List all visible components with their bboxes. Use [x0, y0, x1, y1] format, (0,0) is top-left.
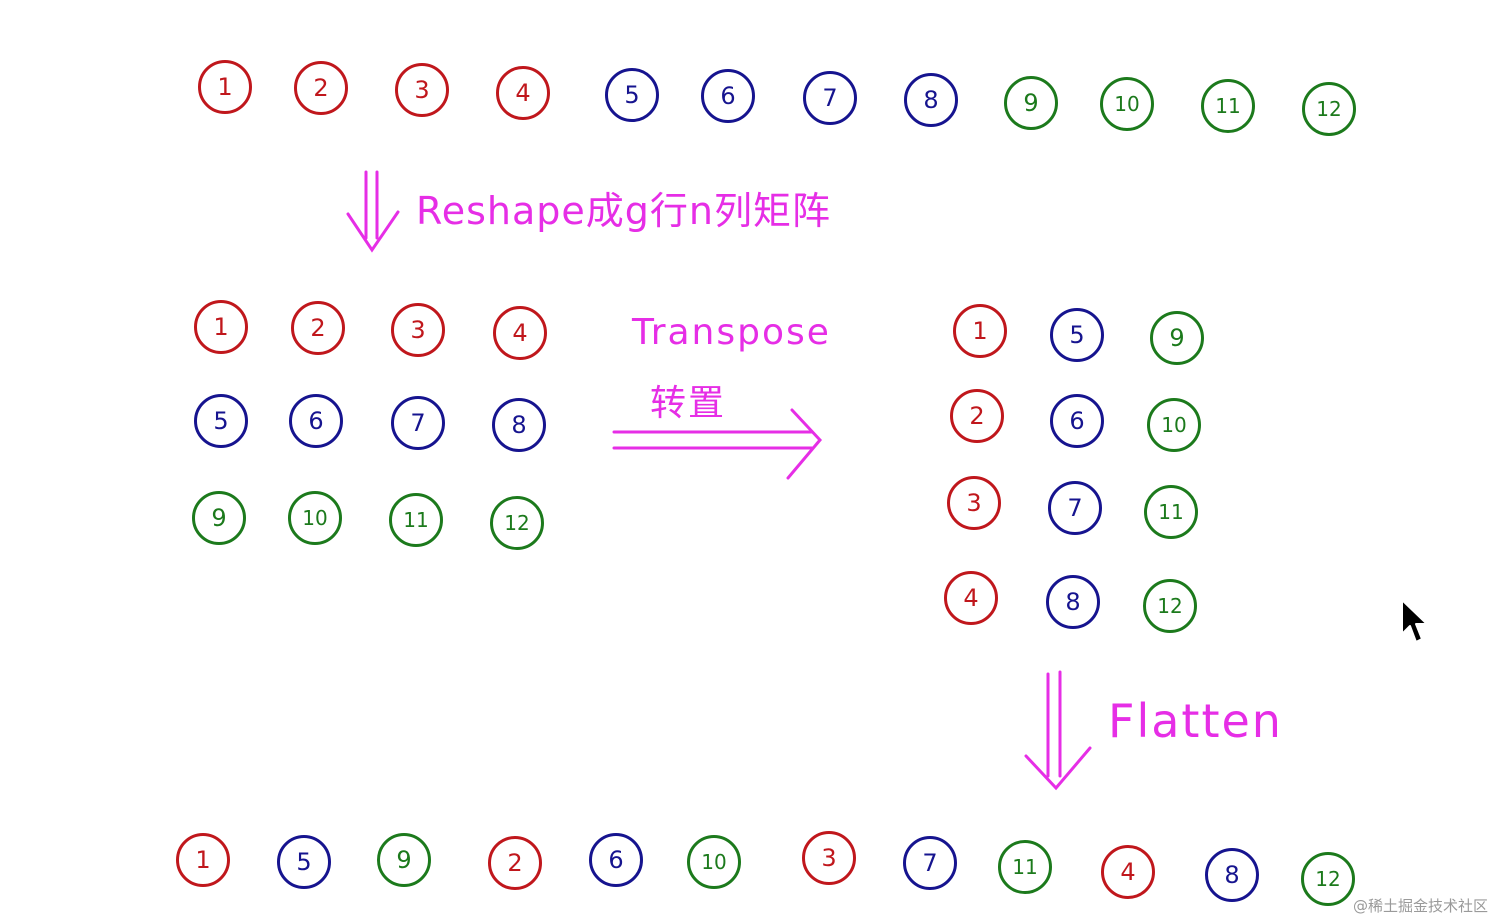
input-node-11: 11	[1201, 79, 1255, 133]
transposed-node-8: 8	[1046, 575, 1100, 629]
output-node-4: 4	[1101, 845, 1155, 899]
output-node-11: 11	[998, 840, 1052, 894]
input-node-5: 5	[605, 68, 659, 122]
reshaped-node-11: 11	[389, 493, 443, 547]
reshaped-node-6: 6	[289, 394, 343, 448]
output-node-3: 3	[802, 831, 856, 885]
flatten-arrow	[1024, 670, 1092, 791]
transposed-node-12: 12	[1143, 579, 1197, 633]
reshaped-node-10: 10	[288, 491, 342, 545]
transpose-cn-label: 转置	[650, 383, 727, 424]
input-node-8: 8	[904, 73, 958, 127]
input-node-1: 1	[198, 60, 252, 114]
reshaped-node-3: 3	[391, 303, 445, 357]
transposed-node-4: 4	[944, 571, 998, 625]
reshape-arrow	[346, 170, 400, 253]
transposed-node-2: 2	[950, 389, 1004, 443]
output-node-8: 8	[1205, 848, 1259, 902]
output-node-9: 9	[377, 833, 431, 887]
input-node-10: 10	[1100, 77, 1154, 131]
output-node-5: 5	[277, 835, 331, 889]
transposed-node-10: 10	[1147, 398, 1201, 452]
reshaped-node-7: 7	[391, 396, 445, 450]
transposed-node-11: 11	[1144, 485, 1198, 539]
transposed-node-7: 7	[1048, 481, 1102, 535]
output-node-7: 7	[903, 836, 957, 890]
flatten-label: Flatten	[1108, 694, 1283, 748]
input-node-6: 6	[701, 69, 755, 123]
input-node-7: 7	[803, 71, 857, 125]
transposed-node-9: 9	[1150, 311, 1204, 365]
reshaped-node-9: 9	[192, 491, 246, 545]
watermark: @稀土掘金技术社区	[1352, 897, 1488, 915]
reshaped-node-4: 4	[493, 306, 547, 360]
transposed-node-1: 1	[953, 304, 1007, 358]
reshape-label: Reshape成g行n列矩阵	[416, 189, 831, 233]
output-node-1: 1	[176, 833, 230, 887]
transposed-node-6: 6	[1050, 394, 1104, 448]
input-node-4: 4	[496, 66, 550, 120]
reshaped-node-2: 2	[291, 301, 345, 355]
input-node-2: 2	[294, 61, 348, 115]
transposed-node-3: 3	[947, 476, 1001, 530]
input-node-3: 3	[395, 63, 449, 117]
output-node-12: 12	[1301, 852, 1355, 906]
reshaped-node-1: 1	[194, 300, 248, 354]
output-node-6: 6	[589, 833, 643, 887]
input-node-12: 12	[1302, 82, 1356, 136]
input-node-9: 9	[1004, 76, 1058, 130]
output-node-10: 10	[687, 835, 741, 889]
transpose-label: Transpose	[632, 312, 831, 353]
transpose-arrow	[612, 408, 823, 480]
reshaped-node-12: 12	[490, 496, 544, 550]
reshaped-node-8: 8	[492, 398, 546, 452]
mouse-pointer-icon	[1401, 599, 1428, 643]
reshaped-node-5: 5	[194, 394, 248, 448]
transposed-node-5: 5	[1050, 308, 1104, 362]
output-node-2: 2	[488, 836, 542, 890]
